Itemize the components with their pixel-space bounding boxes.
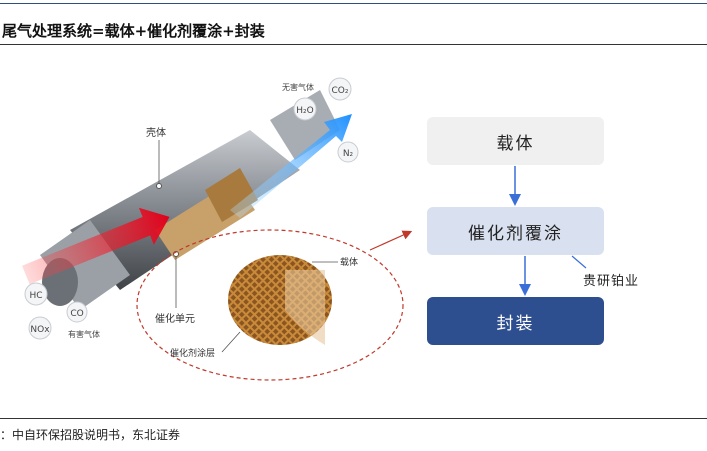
supplier-note: 贵研铂业	[583, 270, 639, 289]
note-connector	[572, 256, 586, 268]
flow-step-carrier: 载体	[427, 117, 604, 165]
footer-divider	[0, 418, 707, 419]
callout-arrow	[370, 232, 410, 250]
source-note: ：中自环保招股说明书，东北证券	[0, 426, 180, 443]
flow-step-catalyst-coating: 催化剂覆涂	[427, 207, 604, 255]
flow-step-packaging: 封装	[427, 297, 604, 345]
